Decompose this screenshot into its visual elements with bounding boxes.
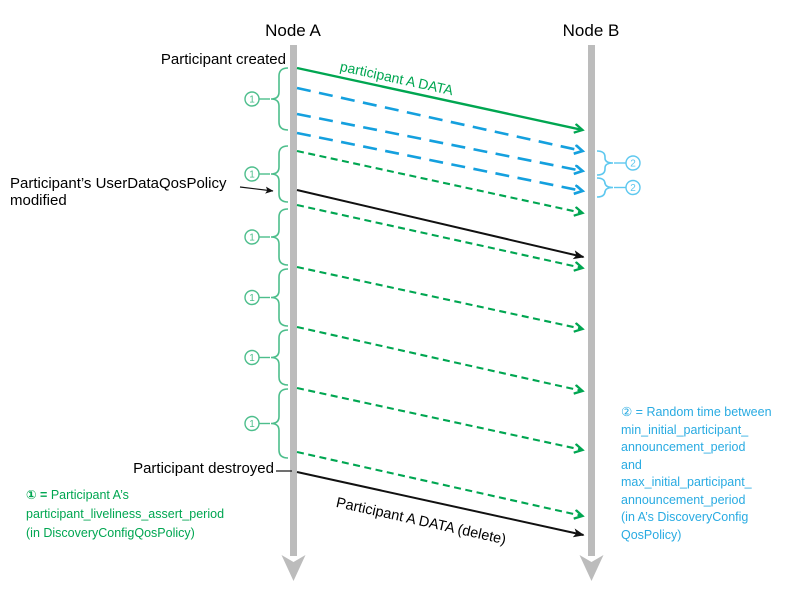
message-arrow-11-green-dash <box>296 450 583 516</box>
node-a-label: Node A <box>265 21 321 40</box>
legend-green-symbol: ① = <box>26 488 48 502</box>
legend-blue-line2: min_initial_participant_ <box>621 422 749 437</box>
interval-marker-one-label-3: 1 <box>249 233 255 244</box>
interval-bracket-right-1 <box>596 150 614 176</box>
message-arrow-1-green-solid <box>296 66 583 130</box>
interval-marker-one-circle-4 <box>244 289 260 306</box>
interval-marker-one-circle-5 <box>244 349 260 366</box>
legend-blue-line1: ② = Random time between <box>621 405 772 419</box>
participant-created-label: Participant created <box>160 51 286 68</box>
interval-bracket-left-2 <box>270 145 289 203</box>
message-arrow-10-green-dash <box>296 386 583 450</box>
legend-liveliness-period: ① = Participant A’s participant_liveline… <box>26 486 224 543</box>
legend-blue-line6: announcement_period <box>621 492 746 507</box>
legend-blue-line3: announcement_period <box>621 440 746 454</box>
interval-bracket-left-6 <box>270 388 289 459</box>
interval-marker-one-label-6: 1 <box>249 419 255 430</box>
message-arrow-2-blue-dash <box>296 86 583 151</box>
message-arrow-5-green-dash <box>296 149 583 213</box>
interval-marker-two-label-2: 2 <box>630 183 636 194</box>
qos-modified-label: Participant’s UserDataQosPolicy modified <box>10 175 226 209</box>
qos-modified-line2: modified <box>10 192 67 209</box>
legend-green-line3: (in DiscoveryConfigQosPolicy) <box>26 526 195 540</box>
legend-blue-line7: (in A’s DiscoveryConfig <box>621 510 749 524</box>
lifeline-node-b <box>588 45 595 556</box>
legend-random-announcement-period: ② = Random time between min_initial_part… <box>621 404 772 544</box>
qos-modified-pointer-arrow-icon <box>239 186 274 194</box>
message-arrow-8-green-dash <box>296 265 583 329</box>
message-arrow-9-green-dash <box>296 325 583 391</box>
interval-marker-one-circle-6 <box>244 415 260 432</box>
lifeline-node-a <box>290 45 297 556</box>
message-arrow-4-blue-dash <box>296 131 583 191</box>
lifeline-node-a-arrowhead-icon <box>281 555 306 581</box>
interval-bracket-left-4 <box>270 268 289 327</box>
legend-blue-line8: QosPolicy) <box>621 527 682 542</box>
interval-bracket-left-5 <box>270 329 289 386</box>
legend-green-line2: participant_liveliness_assert_period <box>26 507 225 521</box>
interval-marker-two-label-1: 2 <box>630 159 636 170</box>
interval-bracket-right-2 <box>596 177 614 198</box>
interval-marker-one-circle-1 <box>244 91 260 107</box>
legend-blue-line4: and <box>621 457 642 472</box>
interval-marker-one-circle-2 <box>244 166 260 182</box>
participant-destroyed-label: Participant destroyed <box>133 460 274 477</box>
interval-bracket-left-1 <box>270 67 289 131</box>
message-arrow-7-green-dash <box>296 203 583 268</box>
interval-marker-one-circle-3 <box>244 229 260 245</box>
interval-marker-one-label-4: 1 <box>249 293 255 304</box>
message-arrow-6-black-solid <box>296 189 585 260</box>
interval-marker-one-label-1: 1 <box>249 95 255 106</box>
message-arrow-3-blue-dash <box>296 112 583 171</box>
interval-marker-one-label-2: 1 <box>249 170 255 181</box>
legend-blue-line5: max_initial_participant_ <box>621 475 752 489</box>
legend-green-line1: Participant A’s <box>50 488 129 502</box>
qos-modified-line1: Participant’s UserDataQosPolicy <box>10 175 227 192</box>
interval-bracket-left-3 <box>270 208 289 266</box>
interval-marker-two-circle-2 <box>625 179 641 196</box>
message-arrow-12-black-solid <box>296 471 585 538</box>
node-b-label: Node B <box>562 21 620 40</box>
interval-marker-one-label-5: 1 <box>249 353 255 364</box>
interval-marker-two-circle-1 <box>625 155 641 171</box>
lifeline-node-b-arrowhead-icon <box>579 555 604 581</box>
